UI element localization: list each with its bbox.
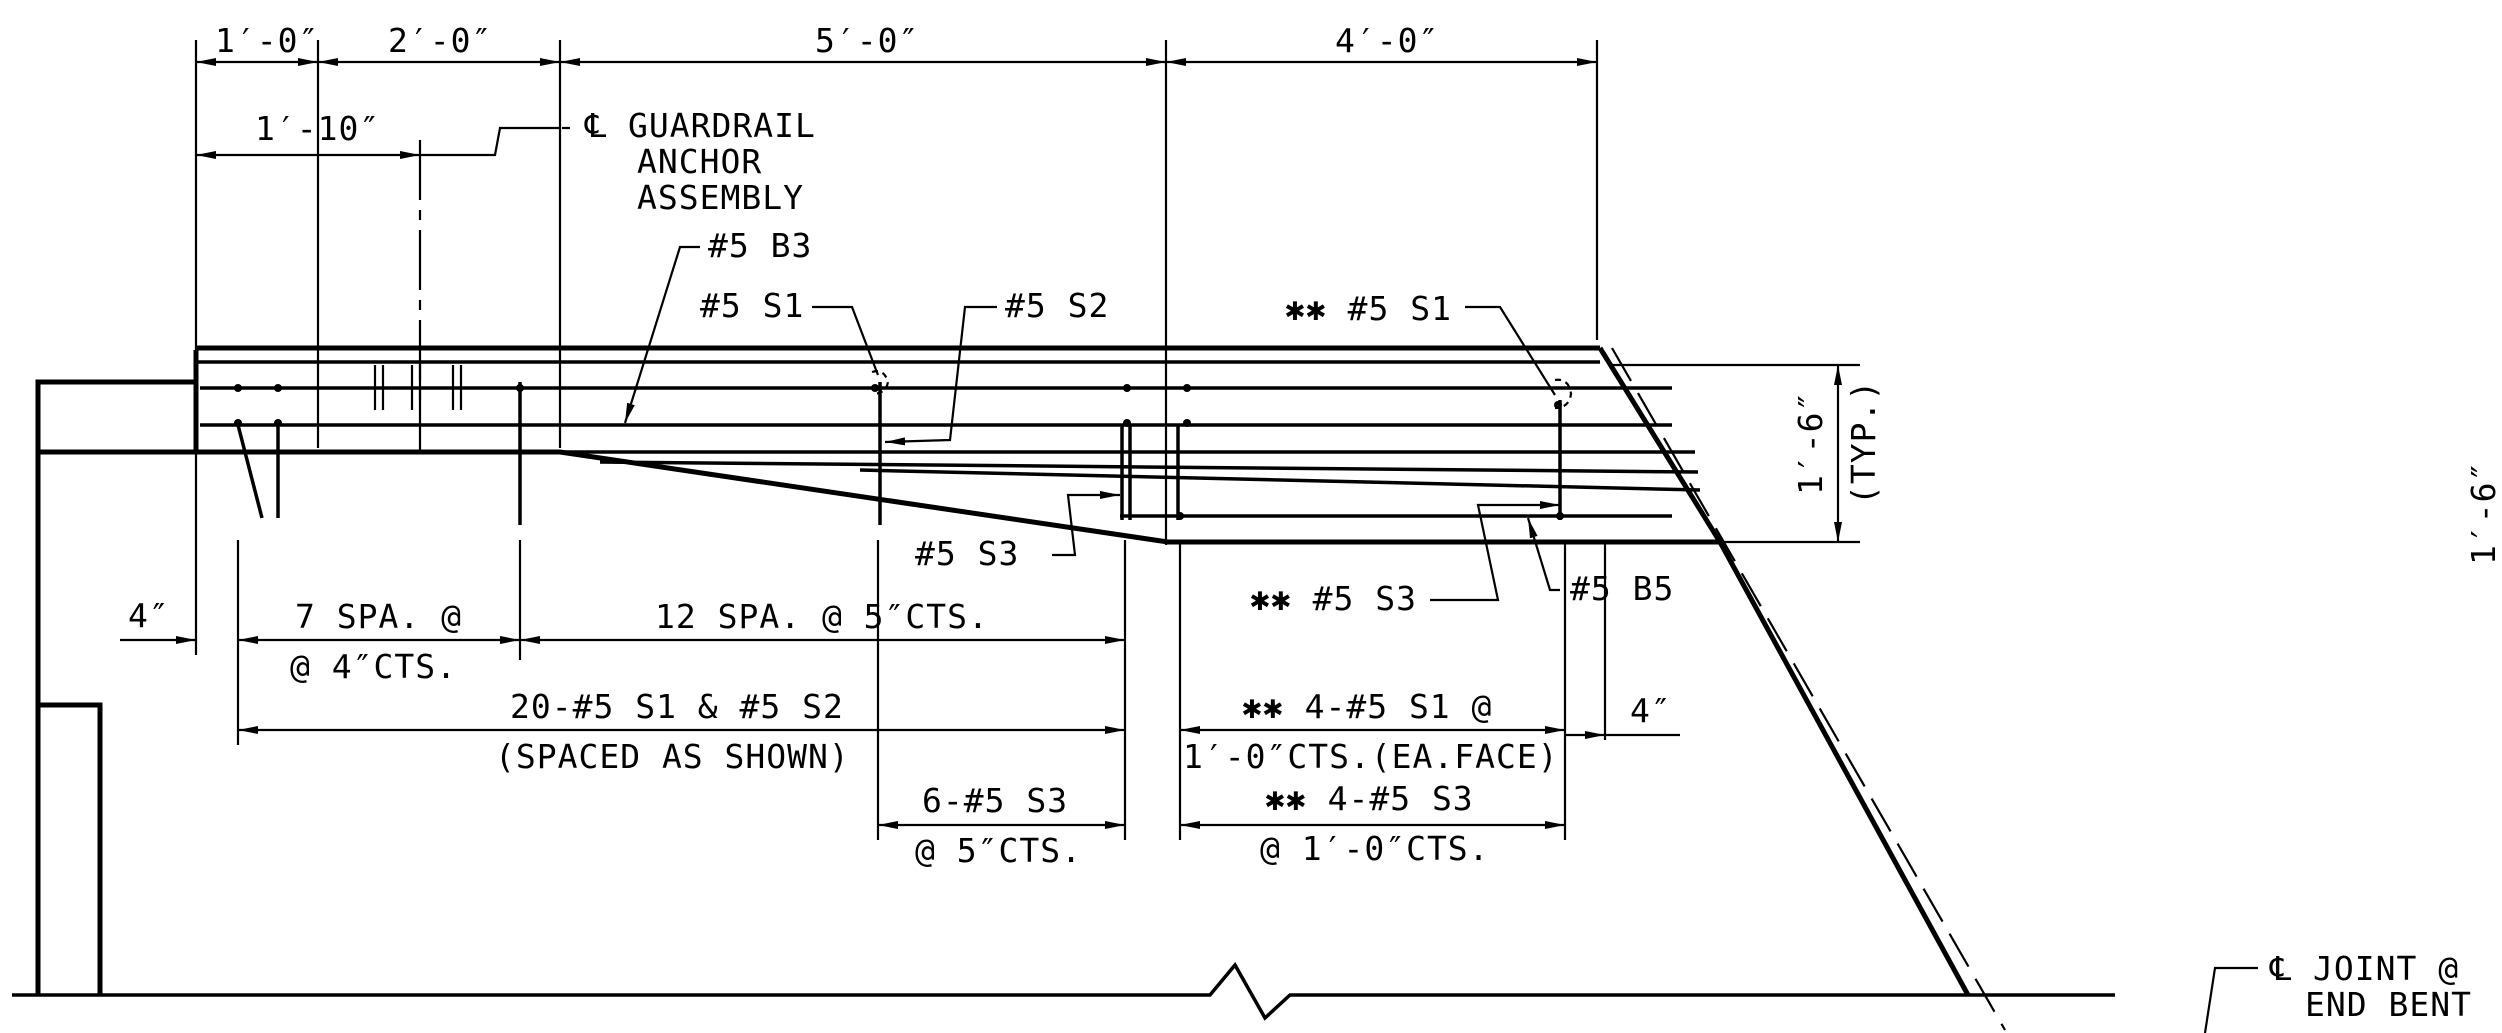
rebar-left-hooks [236,424,280,519]
s3-ft-line1: ✱✱ 4-#5 S3 [1265,779,1474,818]
four-inch-dimensions [120,636,1680,739]
dim-1-10: 1′-10″ [255,109,380,148]
s1-face-line2: 1′-0″CTS.(EA.FACE) [1183,737,1559,776]
guardrail-label-line3: ASSEMBLY [637,178,804,217]
joint-label-line1: ℄ JOINT @ [2269,949,2459,988]
dim-left-4in: 4″ [128,596,170,635]
dim-right-4in: 4″ [1630,691,1672,730]
dim-far-right-1-6: 1′-6″ [2464,461,2502,565]
leader-lines [623,245,2258,1033]
hook-details [871,370,1573,410]
joint-label-line2: END BENT [2305,985,2472,1024]
guardrail-label-line2: ANCHOR [637,142,762,181]
s1s2-line1: 20-#5 S1 & #5 S2 [510,687,844,726]
spa12: 12 SPA. @ 5″CTS. [655,597,989,636]
anchor-assembly-lines [373,365,463,410]
bar-b5-label: #5 B5 [1570,569,1674,608]
spa7-line1: 7 SPA. @ [295,597,462,636]
bar-b3-label: #5 B3 [708,226,812,265]
s3-ft-line2: @ 1′-0″CTS. [1260,829,1490,868]
extension-lines [194,40,1860,840]
dim-top-1-0: 1′-0″ [215,21,319,60]
stirrups [518,382,1562,525]
dim-height-typ: (TYP.) [1844,380,1883,505]
s3-line1: 6-#5 S3 [922,781,1068,820]
bar-s2-label: #5 S2 [1005,286,1109,325]
dim-top-4-0: 4′-0″ [1335,21,1439,60]
rebar-dots [234,384,1564,520]
spa7-line2: @ 4″CTS. [290,647,457,686]
spacing-dimension-lines [238,636,1565,829]
top-dimension-chain [196,58,1597,159]
s1s2-line2: (SPACED AS SHOWN) [495,737,850,776]
dim-height-1-6: 1′-6″ [1791,391,1830,495]
bar-s3-star-label: ✱✱ #5 S3 [1250,579,1417,618]
s1-face-line1: ✱✱ 4-#5 S1 @ [1242,687,1492,726]
ground-line [12,961,2115,1021]
left-wall [35,350,199,995]
dim-top-2-0: 2′-0″ [388,21,492,60]
bar-s1-star-label: ✱✱ #5 S1 [1285,289,1452,328]
dim-top-5-0: 5′-0″ [815,21,919,60]
guardrail-label-line1: ℄ GUARDRAIL [584,106,816,145]
s3-line2: @ 5″CTS. [915,831,1082,870]
bar-s1-label: #5 S1 [700,286,804,325]
bar-s3-label: #5 S3 [915,534,1019,573]
